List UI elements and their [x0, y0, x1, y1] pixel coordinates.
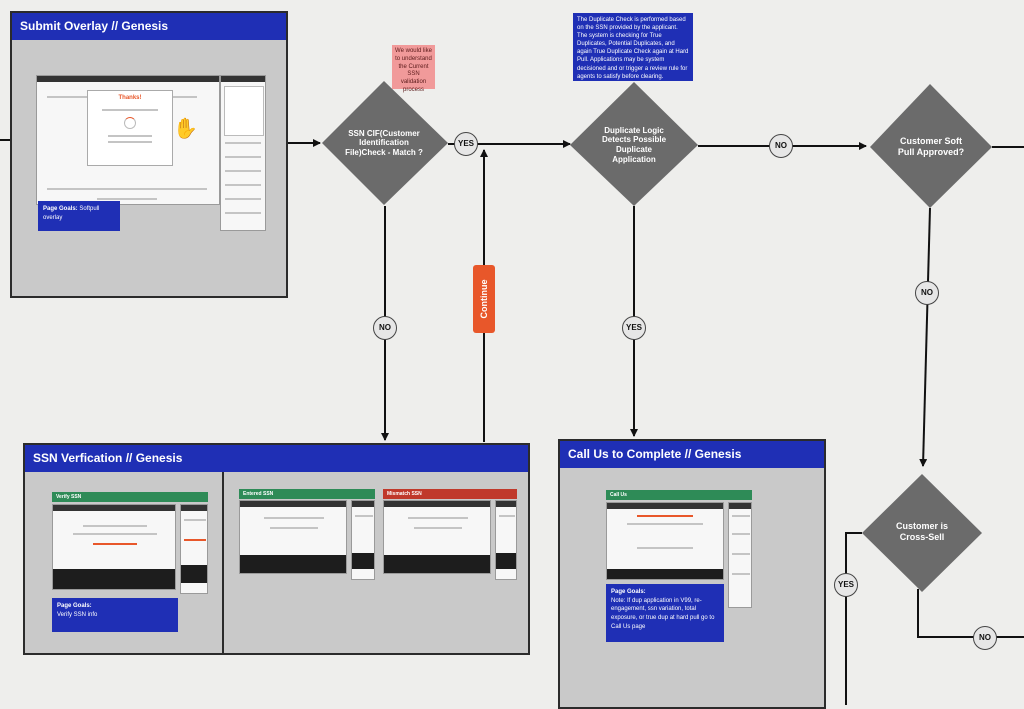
decision-label-soft-pull: Customer Soft Pull Approved? — [897, 136, 965, 157]
entered-ssn-desktop-screenshot — [239, 500, 347, 574]
connector-no-crosssell: NO — [973, 626, 997, 650]
screen-label-verify-ssn: Verify SSN — [52, 492, 208, 502]
modal-title: Thanks! — [118, 95, 142, 101]
mismatch-ssn-mobile-screenshot — [495, 500, 517, 580]
connector-no-duplicate: NO — [769, 134, 793, 158]
screen-label-entered-ssn: Entered SSN — [239, 489, 375, 499]
connector-no-softpull: NO — [915, 281, 939, 305]
panel-call-us: Call Us to Complete // Genesis Call Us P… — [558, 439, 826, 709]
page-goals-ssn-verification: Page Goals: Verify SSN info — [52, 598, 178, 632]
mismatch-ssn-desktop-screenshot — [383, 500, 491, 574]
decision-duplicate — [570, 82, 698, 206]
decision-ssn-cif — [322, 81, 448, 205]
panel-ssn-verification: SSN Verfication // Genesis Verify SSN Pa… — [23, 443, 530, 655]
flow-line-crosssell-yes — [845, 532, 862, 705]
screen-label-mismatch-ssn: Mismatch SSN — [383, 489, 517, 499]
entered-ssn-mobile-screenshot — [351, 500, 375, 580]
decision-label-duplicate: Duplicate Logic Detects Possible Duplica… — [601, 125, 667, 164]
flow-line-softpull-no — [919, 207, 931, 467]
continue-button[interactable]: Continue — [473, 265, 495, 333]
screen-label-call-us: Call Us — [606, 490, 752, 500]
panel-divider — [222, 472, 224, 653]
verify-ssn-mobile-screenshot — [180, 504, 208, 594]
panel-submit-overlay: Submit Overlay // Genesis Thanks! ✋ Page… — [10, 11, 288, 298]
page-goals-label: Page Goals: — [43, 206, 78, 212]
page-goals-submit-overlay: Page Goals: Softpull overlay — [38, 201, 120, 231]
sticky-note-ssn-question: We would like to understand the Current … — [392, 45, 435, 93]
decision-label-ssn-cif: SSN CIF(Customer Identification File)Che… — [345, 128, 423, 157]
flow-line-crosssell-no — [917, 589, 1024, 638]
connector-yes-ssn: YES — [454, 132, 478, 156]
hand-cursor-icon: ✋ — [173, 118, 198, 140]
decision-cross-sell — [862, 474, 982, 592]
page-goals-text: Note: If dup application in V99, re-enga… — [611, 597, 715, 630]
page-goals-text: Verify SSN info — [57, 611, 98, 618]
decision-label-cross-sell: Customer is Cross-Sell — [895, 521, 948, 542]
panel-header: Call Us to Complete // Genesis — [560, 441, 824, 468]
continue-label: Continue — [479, 279, 489, 319]
connector-yes-duplicate: YES — [622, 316, 646, 340]
panel-header: SSN Verfication // Genesis — [25, 445, 528, 472]
call-us-desktop-screenshot — [606, 502, 724, 580]
connector-yes-crosssell: YES — [834, 573, 858, 597]
page-goals-text: Softpull overlay — [43, 206, 100, 221]
call-us-mobile-screenshot — [728, 502, 752, 608]
connector-no-ssn: NO — [373, 316, 397, 340]
verify-ssn-desktop-screenshot — [52, 504, 176, 590]
desktop-overlay-screenshot: Thanks! ✋ — [36, 75, 220, 205]
page-goals-label: Page Goals: — [611, 589, 646, 595]
mobile-overlay-screenshot — [220, 75, 266, 231]
page-goals-call-us: Page Goals: Note: If dup application in … — [606, 584, 724, 642]
page-goals-label: Page Goals: — [57, 603, 92, 609]
decision-soft-pull — [870, 84, 992, 208]
sticky-note-duplicate-check: The Duplicate Check is performed based o… — [573, 13, 693, 81]
panel-header: Submit Overlay // Genesis — [12, 13, 286, 40]
